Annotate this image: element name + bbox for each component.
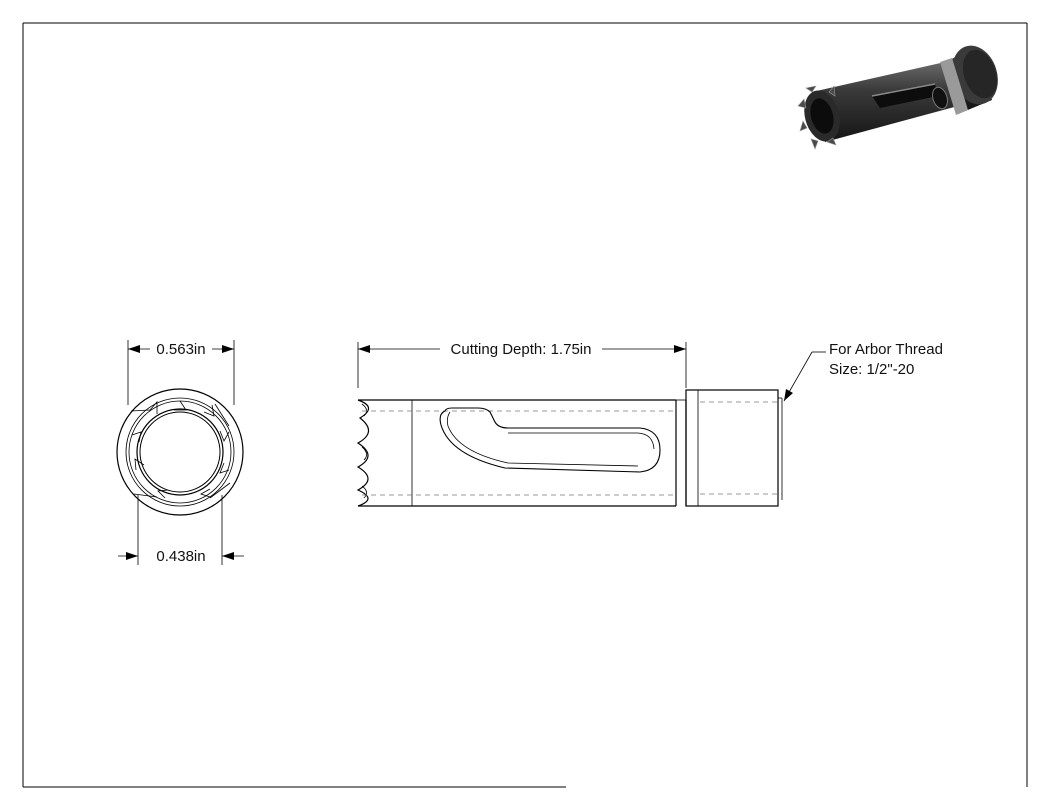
- arbor-note-line-2: Size: 1/2"-20: [829, 361, 914, 378]
- arbor-note-line-1: For Arbor Thread: [829, 341, 943, 358]
- cutting-depth-label: Cutting Depth: 1.75in: [451, 341, 592, 358]
- cutting-depth-dimension: Cutting Depth: 1.75in: [357, 341, 687, 388]
- end-view: [116, 388, 244, 516]
- drawing-border: [22, 22, 1028, 788]
- inner-diameter-label: 0.438in: [156, 548, 205, 565]
- side-view: [356, 389, 783, 507]
- outer-diameter-dimension: 0.563in: [127, 340, 235, 405]
- arbor-thread-note: For Arbor Thread Size: 1/2"-20: [783, 341, 943, 402]
- isometric-preview: [797, 45, 998, 150]
- outer-diameter-label: 0.563in: [156, 341, 205, 358]
- inner-diameter-dimension: 0.438in: [118, 495, 244, 565]
